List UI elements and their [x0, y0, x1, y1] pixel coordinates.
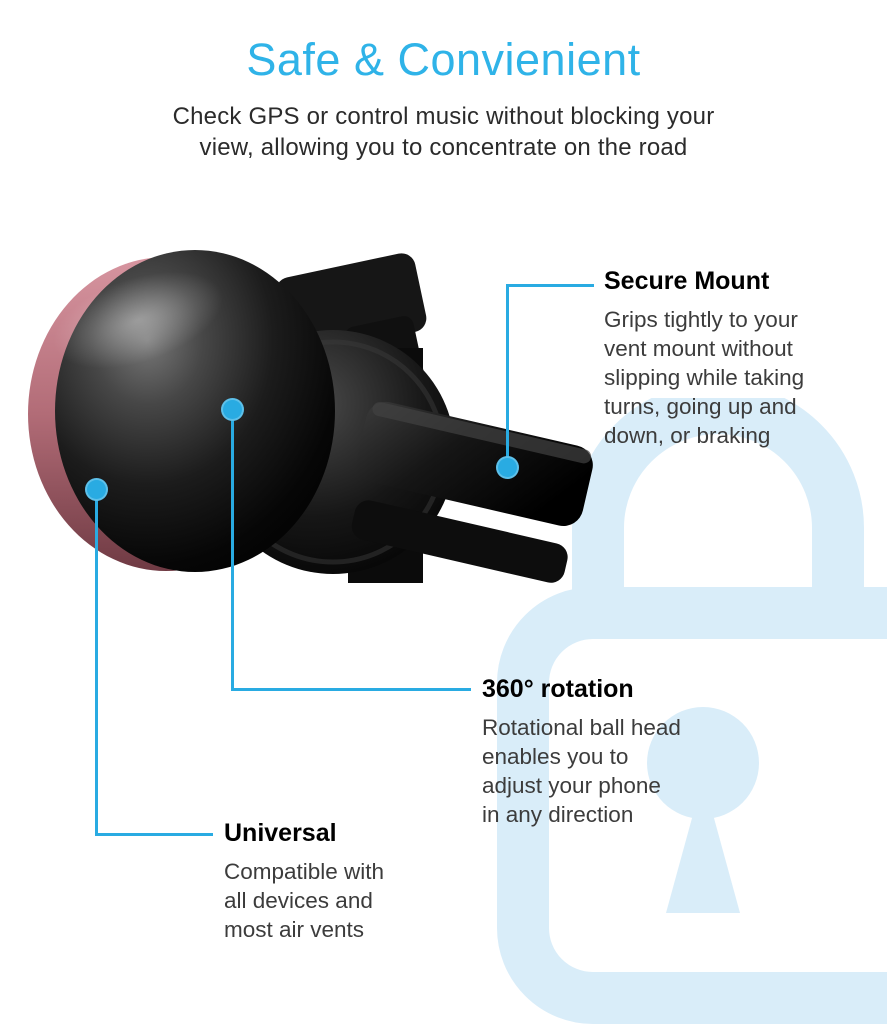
callout-line-rotation-horizontal [231, 688, 471, 691]
callout-line-rotation-vertical [231, 409, 234, 691]
padlock-watermark-icon [497, 398, 887, 1024]
callout-dot-universal [85, 478, 108, 501]
callout-dot-secure-mount [496, 456, 519, 479]
callout-dot-rotation [221, 398, 244, 421]
callout-secure-mount: Secure Mount Grips tightly to your vent … [604, 266, 854, 450]
page-title: Safe & Convienient [246, 34, 641, 85]
product-image-magnetic-vent-mount [28, 250, 593, 583]
callout-rotation: 360° rotation Rotational ball head enabl… [482, 674, 732, 829]
callout-body-secure-mount: Grips tightly to your vent mount without… [604, 307, 805, 448]
callout-line-secure-vertical [506, 285, 509, 468]
callout-heading-universal: Universal [224, 819, 337, 847]
callout-heading-rotation: 360° rotation [482, 675, 634, 703]
page-subtitle: Check GPS or control music without block… [172, 103, 715, 161]
callout-line-secure-horizontal [506, 284, 594, 287]
callout-body-universal: Compatible with all devices and most air… [224, 859, 385, 942]
vent-clip-prong [351, 401, 593, 583]
callout-universal: Universal Compatible with all devices an… [224, 818, 454, 944]
callout-line-universal-vertical [95, 489, 98, 836]
callout-line-universal-horizontal [95, 833, 213, 836]
callout-heading-secure-mount: Secure Mount [604, 267, 770, 295]
callout-body-rotation: Rotational ball head enables you to adju… [482, 715, 681, 827]
